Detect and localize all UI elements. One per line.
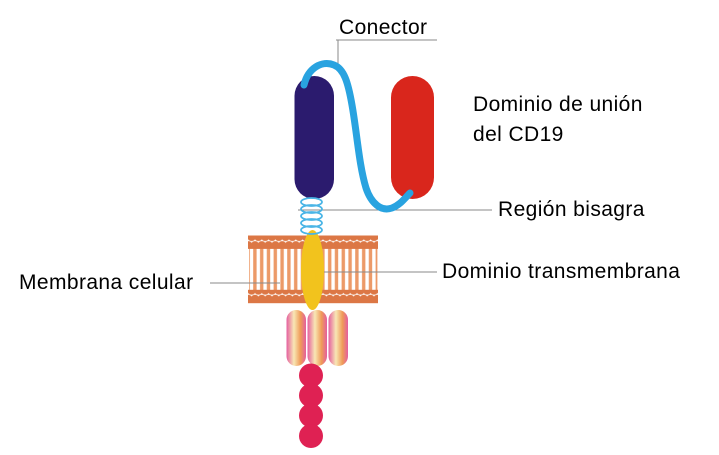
spring-loop [300,218,323,228]
connector-curve [300,60,414,213]
costimulatory-segment [286,310,306,366]
label-conector: Conector [339,16,428,39]
binding-domain-red-chain [391,76,434,199]
label-binding-domain-line2: del CD19 [473,123,564,146]
costimulatory-segment [328,310,348,366]
transmembrane-ellipse [301,230,324,310]
spring-loop [300,204,323,214]
label-membrana-celular: Membrana celular [19,271,194,294]
costimulatory-segments [286,310,348,366]
label-dominio-transmembrana: Dominio transmembrana [442,260,681,283]
binding-domain-navy-chain [294,76,334,199]
spring-loop [300,197,323,207]
spring-loop [300,211,323,221]
signaling-bead [299,403,323,428]
hinge-spring-coil [300,197,323,235]
costimulatory-segment [307,310,327,366]
label-binding-domain-line1: Dominio de unión [473,93,643,116]
spring-loop [300,225,323,235]
signaling-bead [299,424,323,448]
signaling-bead [299,383,323,408]
label-region-bisagra: Región bisagra [498,198,645,221]
signaling-domain-beads [299,363,323,448]
signaling-bead [299,363,323,388]
label-binding-domain: Dominio de unión del CD19 [473,90,643,150]
